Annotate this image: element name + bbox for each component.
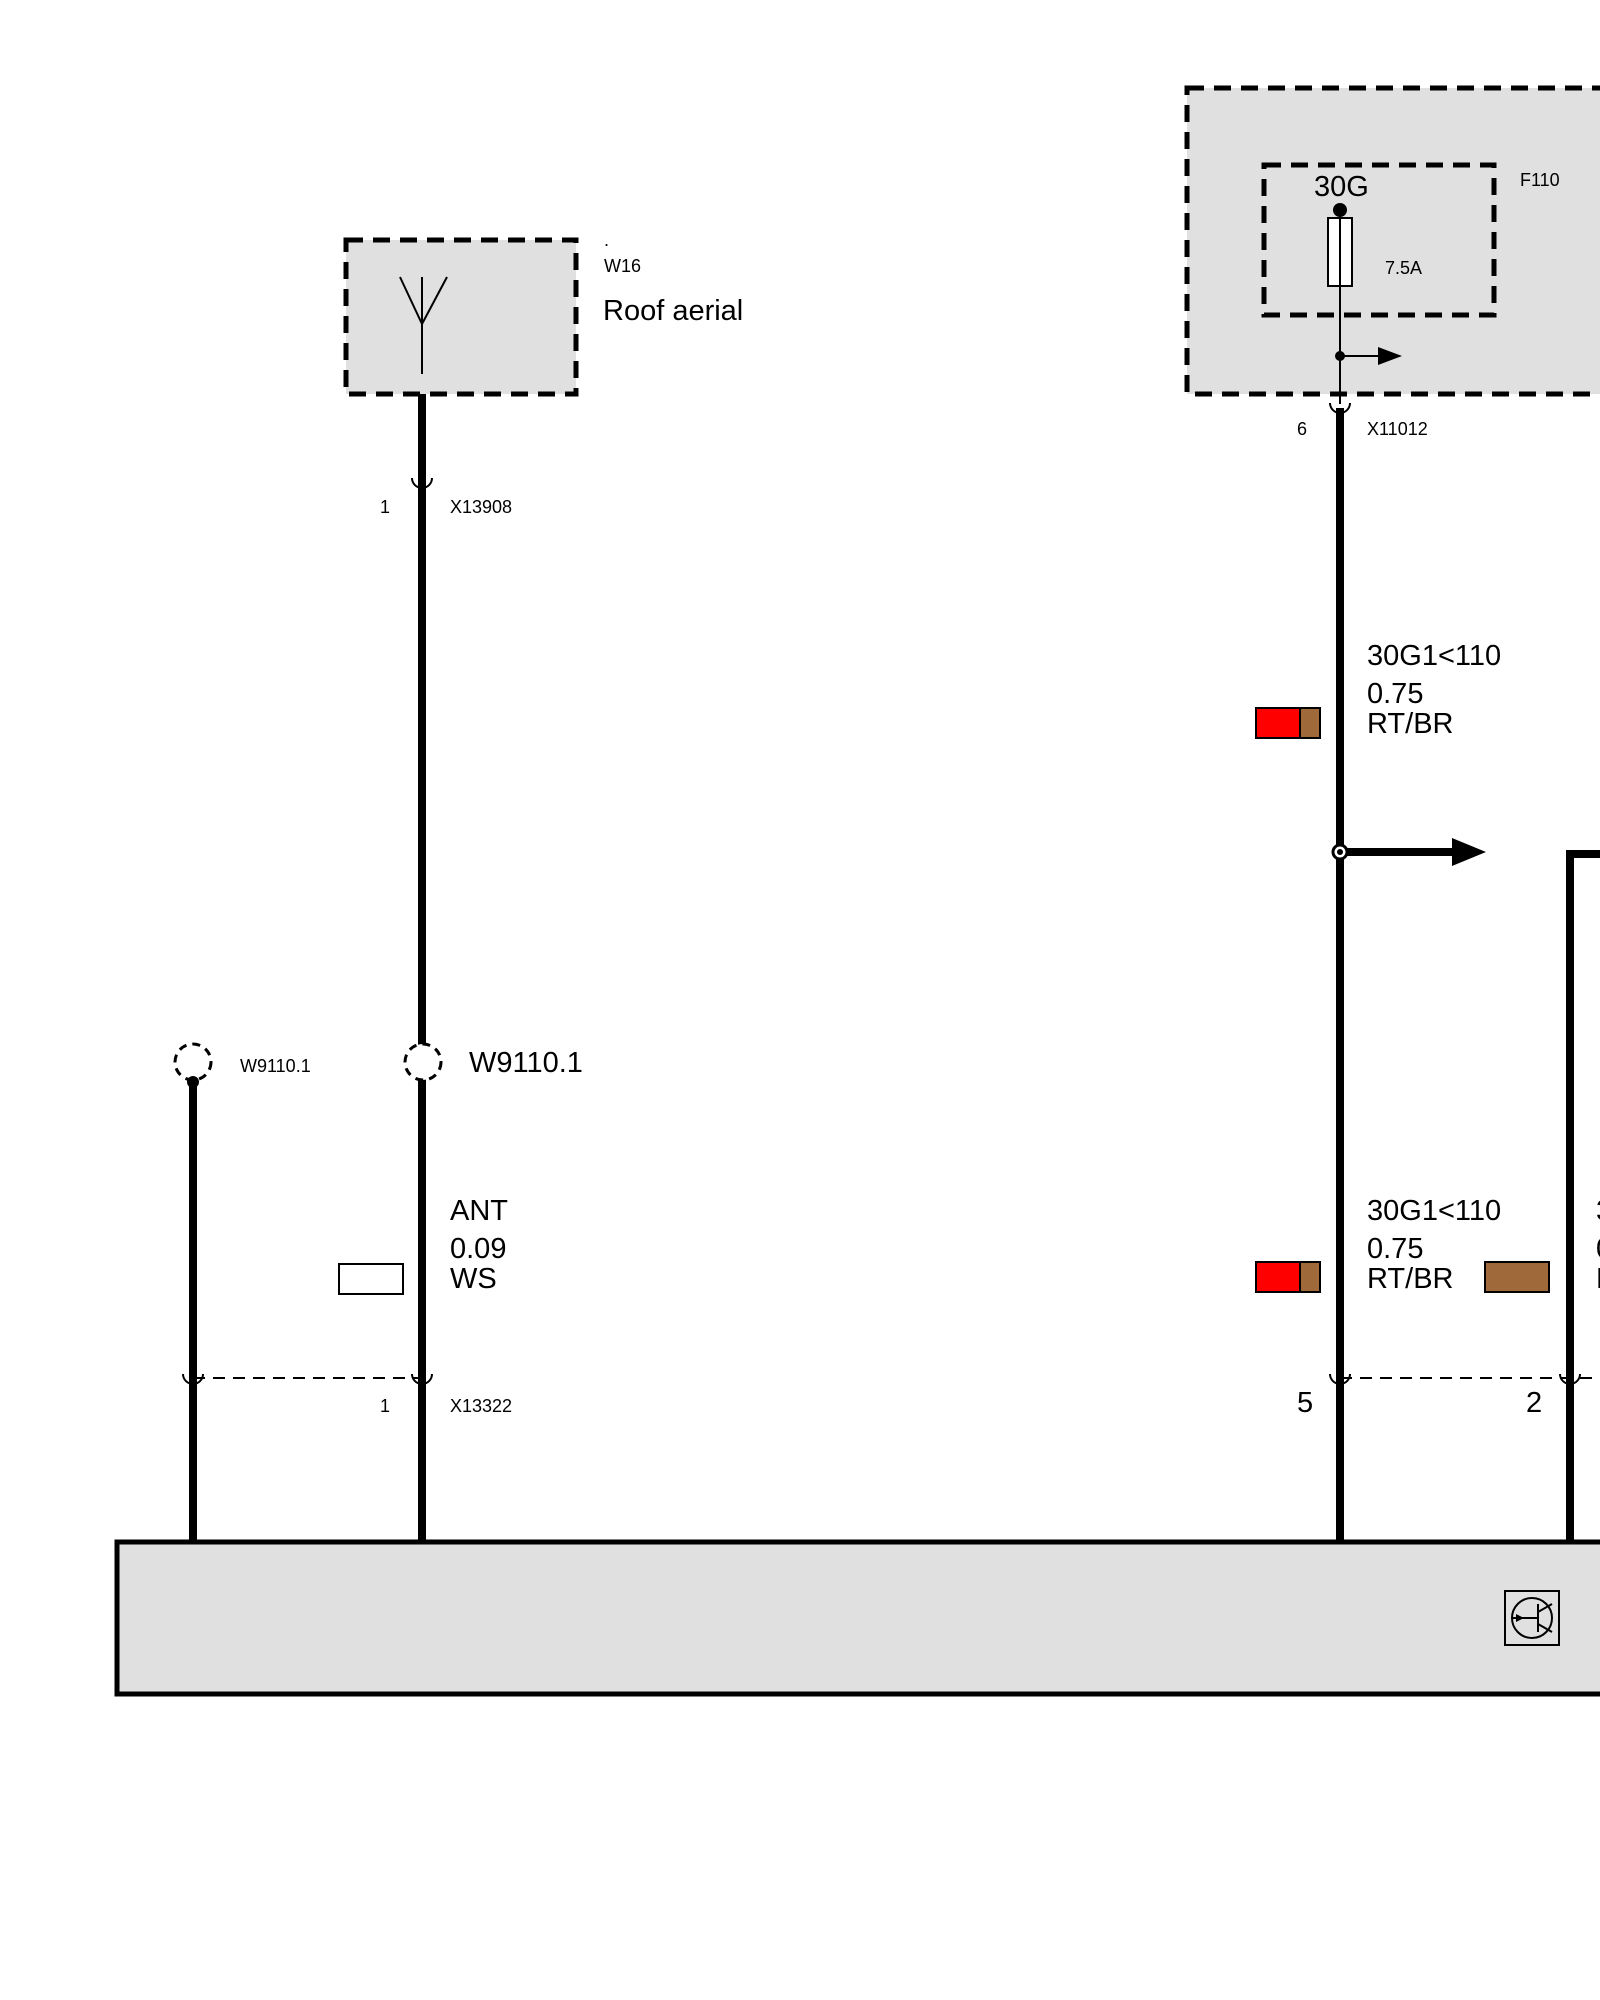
x13322-pin-label: 1	[380, 1396, 390, 1416]
antenna-wire-gauge: 0.09	[450, 1233, 506, 1265]
x13908-pin-label: 1	[380, 497, 390, 517]
splice-right-label: W9110.1	[469, 1047, 583, 1079]
fuse-terminal-label: 30G	[1314, 171, 1369, 203]
x13908-id-label: X13908	[450, 497, 512, 517]
fuse-block-component[interactable]	[1184, 85, 1600, 404]
wire-color-swatch-edge	[1484, 1261, 1550, 1293]
splice-right-icon[interactable]	[403, 1042, 443, 1082]
splice-left-icon[interactable]	[173, 1042, 213, 1088]
wire-color-swatch-upper	[1255, 707, 1321, 739]
pin2-label: 2	[1526, 1387, 1542, 1419]
fuse-rating-label: 7.5A	[1385, 258, 1422, 278]
aerial-dot: .	[604, 230, 609, 250]
fuse-inner-box	[1261, 162, 1497, 318]
antenna-wire-signal: ANT	[450, 1195, 508, 1227]
edge-wire-signal: 3	[1596, 1195, 1600, 1227]
branch-arrow-icon	[1331, 838, 1486, 866]
upper-wire-color: RT/BR	[1367, 708, 1453, 740]
connector-pin5[interactable]	[1329, 1373, 1351, 1385]
arrow-right-icon	[1340, 347, 1402, 365]
edge-wire-gauge: 0	[1596, 1233, 1600, 1265]
x11012-pin-label: 6	[1297, 419, 1307, 439]
pin5-label: 5	[1297, 1387, 1313, 1419]
antenna-icon	[399, 276, 448, 374]
roof-aerial-box	[343, 237, 579, 397]
roof-aerial-component[interactable]	[343, 237, 579, 397]
x11012-id-label: X11012	[1367, 419, 1428, 439]
swatch-br-upper	[1299, 707, 1321, 739]
swatch-rt-lower	[1255, 1261, 1301, 1293]
upper-wire-signal: 30G1<110	[1367, 640, 1501, 672]
control-module-box[interactable]	[114, 1539, 1600, 1697]
swatch-rt-upper	[1255, 707, 1301, 739]
fuse-block-box	[1184, 85, 1600, 397]
splice-left-label: W9110.1	[240, 1056, 311, 1076]
aerial-name-label: Roof aerial	[603, 295, 743, 327]
aerial-id-label: W16	[604, 256, 641, 276]
swatch-br-lower	[1299, 1261, 1321, 1293]
lower-wire-gauge: 0.75	[1367, 1233, 1423, 1265]
antenna-wire-color: WS	[450, 1263, 497, 1295]
connector-x13322[interactable]	[182, 1373, 433, 1385]
ground-module-icon	[1504, 1590, 1560, 1646]
wire-color-swatch-ws	[338, 1263, 404, 1295]
lower-wire-signal: 30G1<110	[1367, 1195, 1501, 1227]
lower-wire-color: RT/BR	[1367, 1263, 1453, 1295]
wire-color-swatch-lower	[1255, 1261, 1321, 1293]
edge-wire-color: B	[1596, 1263, 1600, 1295]
connector-pin2[interactable]	[1559, 1373, 1581, 1385]
fuse-block-id-label: F110	[1520, 170, 1560, 190]
x13322-id-label: X13322	[450, 1396, 512, 1416]
upper-wire-gauge: 0.75	[1367, 678, 1423, 710]
power-wire-right-edge[interactable]	[1566, 850, 1600, 1542]
